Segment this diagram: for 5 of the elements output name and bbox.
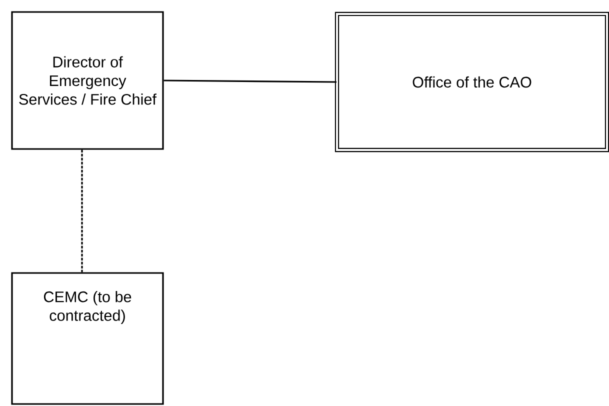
box: CEMC (to be contracted) xyxy=(11,272,164,405)
box: Director of Emergency Services / Fire Chief xyxy=(11,11,164,150)
connector xyxy=(81,150,83,272)
connector xyxy=(164,80,336,83)
double-box: Office of the CAO xyxy=(334,12,609,152)
